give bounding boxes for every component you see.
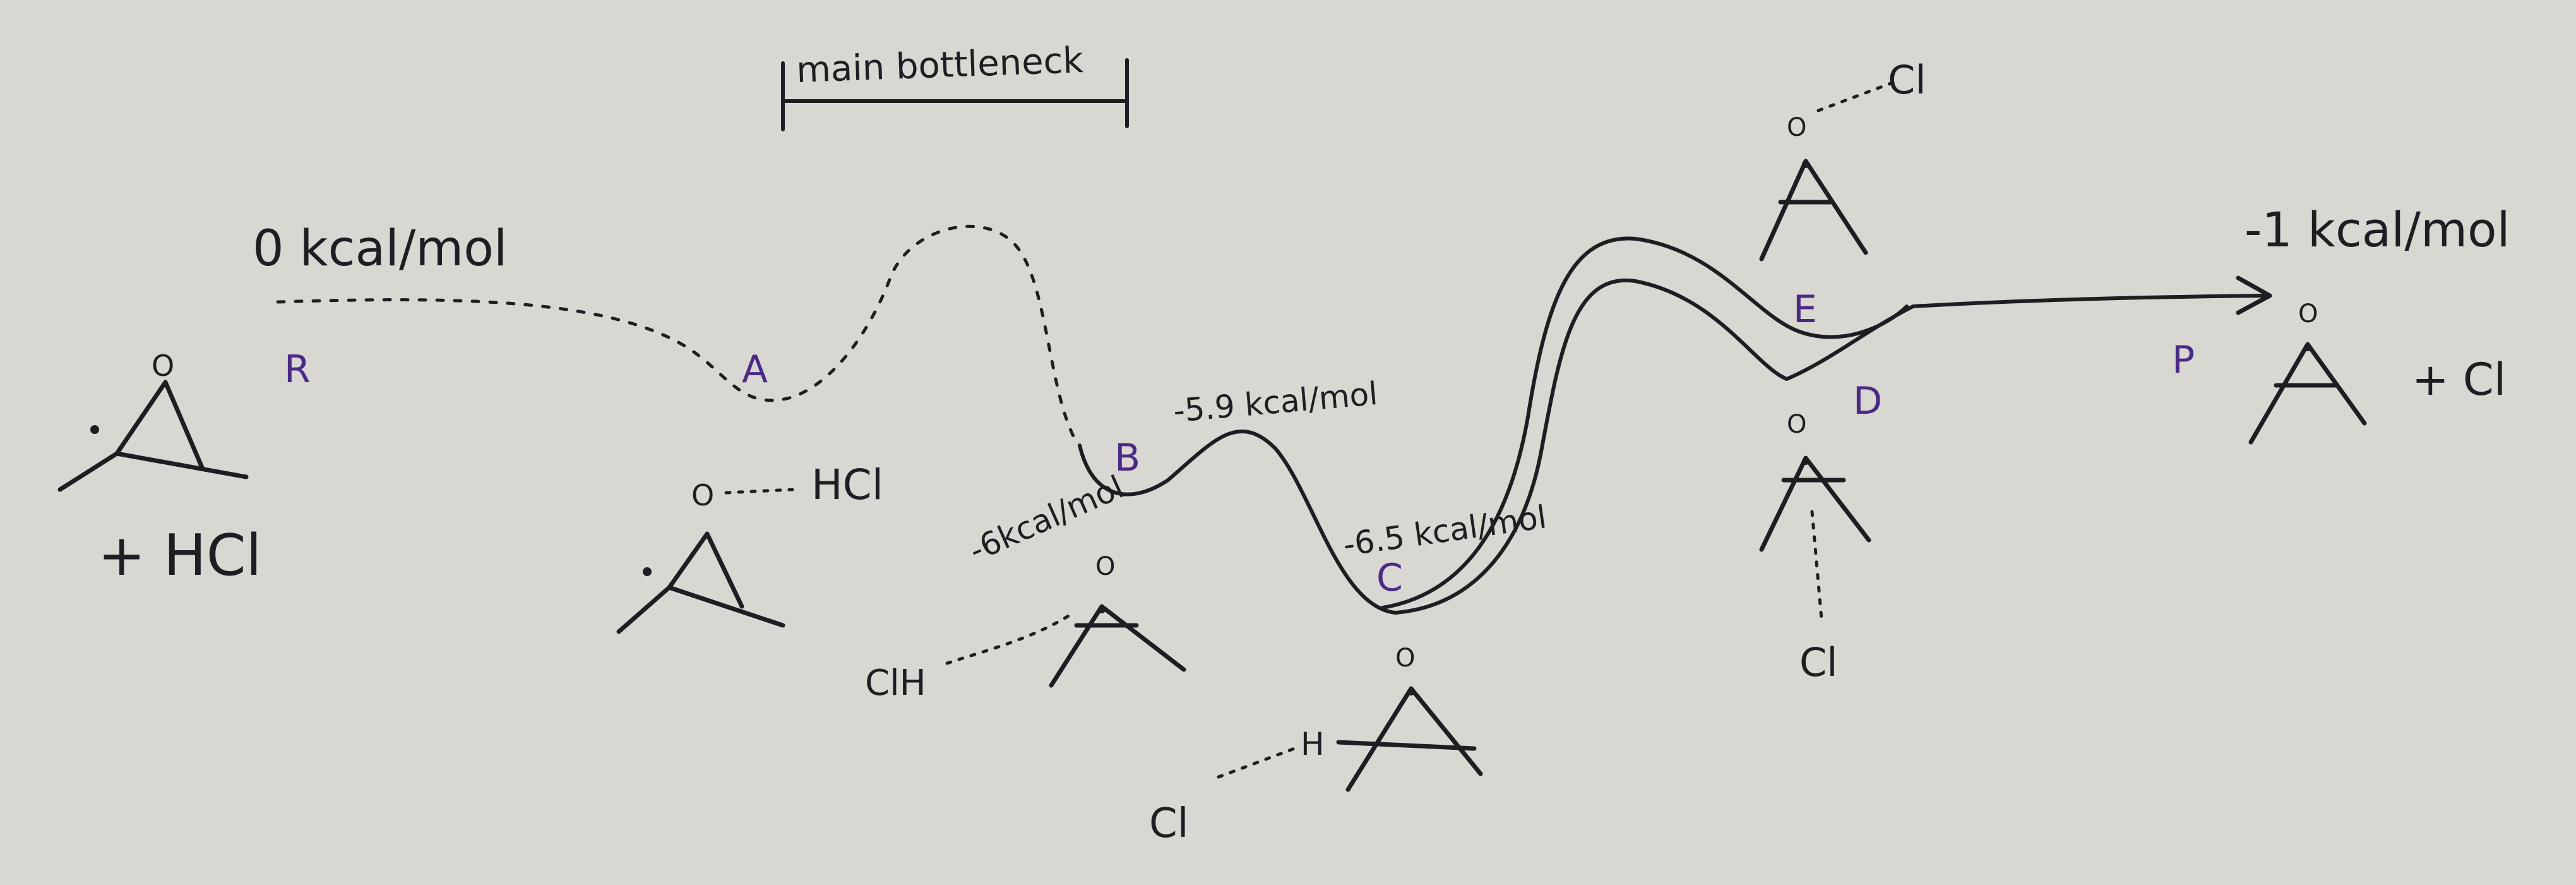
label-C: C xyxy=(1376,556,1403,600)
label-P: P xyxy=(2172,338,2195,382)
D-oxygen: O xyxy=(1787,410,1806,439)
A-oxygen: O xyxy=(691,478,714,512)
D-chlorine: Cl xyxy=(1799,639,1838,685)
path-C-to-D xyxy=(1393,278,1789,615)
label-E: E xyxy=(1793,287,1817,332)
energy-label-between-BC: -5.9 kcal/mol xyxy=(1172,375,1379,430)
dotted-path-R-to-B xyxy=(276,224,1078,444)
arrow-to-product xyxy=(1911,275,2272,315)
C-oxygen: O xyxy=(1395,644,1415,673)
reactant-energy-label: 0 kcal/mol xyxy=(253,220,508,277)
molecule-E: O Cl xyxy=(1759,57,1926,262)
C-chlorine: Cl xyxy=(1149,800,1188,847)
label-R: R xyxy=(284,347,311,392)
bracket-label: main bottleneck xyxy=(796,40,1084,91)
molecule-P: O + Cl xyxy=(2248,299,2506,445)
molecule-C: O H Cl xyxy=(1149,644,1483,847)
label-A: A xyxy=(742,347,768,392)
B-clh: ClH xyxy=(865,663,926,704)
path-C-to-E xyxy=(1381,236,1909,610)
E-oxygen: O xyxy=(1787,113,1806,142)
main-bottleneck-bracket: main bottleneck xyxy=(781,40,1129,131)
E-chlorine: Cl xyxy=(1888,57,1926,103)
solid-path-B-to-C xyxy=(1078,429,1397,615)
P-oxygen: O xyxy=(2298,299,2318,328)
product-energy-label: -1 kcal/mol xyxy=(2245,202,2510,258)
B-oxygen: O xyxy=(1095,552,1115,581)
reactant-molecule: O + HCl xyxy=(57,349,262,589)
reactant-plus-hcl: + HCl xyxy=(98,522,262,589)
path-C-to-D-back xyxy=(1785,304,1915,381)
reactant-oxygen: O xyxy=(152,349,174,383)
P-plus-cl: + Cl xyxy=(2412,354,2506,406)
molecule-B: O ClH xyxy=(865,552,1186,704)
A-hcl: HCl xyxy=(811,461,883,509)
label-B: B xyxy=(1114,436,1140,480)
energy-label-C: -6.5 kcal/mol xyxy=(1341,498,1549,563)
label-D: D xyxy=(1853,379,1882,423)
molecule-A: O HCl xyxy=(616,461,883,634)
molecule-D: O Cl xyxy=(1759,410,1871,685)
C-hydrogen: H xyxy=(1301,726,1325,762)
